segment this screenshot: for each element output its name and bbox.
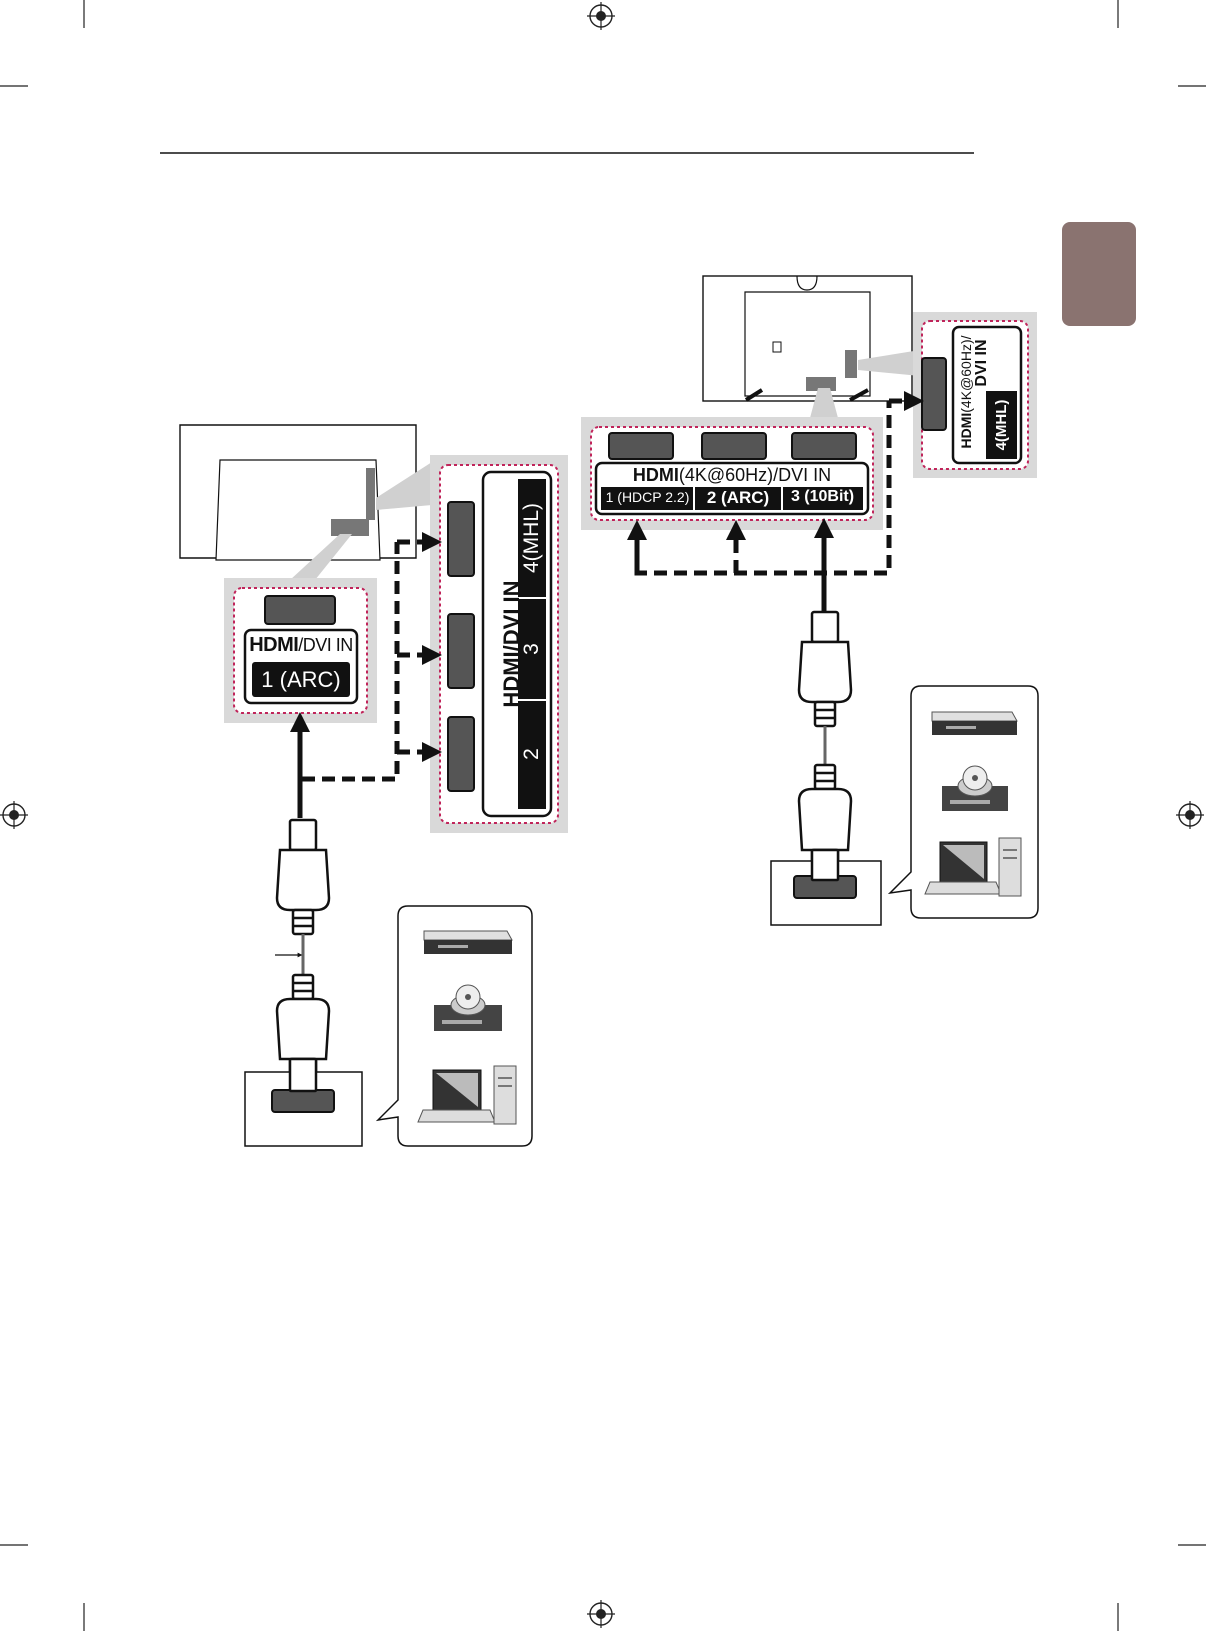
hdmi-logo-text: HDMI [249, 634, 298, 656]
dvi-in-text: (4K@60Hz)/DVI IN [679, 465, 831, 485]
right-bottom-port-3-label: 3 (10Bit) [782, 488, 863, 506]
dvi-in-text: /DVI IN [298, 635, 353, 655]
registration-mark-left [0, 801, 28, 829]
hdmi-logo-text: HDMI [958, 413, 974, 449]
registration-mark-right [1176, 801, 1204, 829]
right-source-port-box [771, 850, 881, 925]
registration-mark-bottom [587, 1600, 615, 1628]
left-side-port-4-label: 4(MHL) [519, 488, 545, 588]
left-bottom-port-1-label: 1 (ARC) [252, 667, 350, 693]
hdmi-logo-text: HDMI [633, 465, 679, 485]
left-computer-icon [418, 1066, 516, 1124]
right-side-port-4-label: 4(MHL) [991, 389, 1013, 461]
right-bottom-port-2-label: 2 (ARC) [694, 488, 782, 508]
right-tv-back [703, 276, 912, 401]
right-bottom-hdmi-label: HDMI(4K@60Hz)/DVI IN [600, 465, 864, 486]
left-bottom-hdmi-label: HDMI/DVI IN [248, 634, 354, 657]
registration-mark-top [587, 2, 615, 30]
left-side-port-2-label: 2 [519, 704, 545, 804]
right-bottom-port-1-label: 1 (HDCP 2.2) [601, 489, 694, 505]
right-hdmi-cable [799, 612, 851, 878]
left-dvd-player-icon [424, 931, 512, 954]
right-side-dvi-label: DVI IN [971, 323, 993, 403]
left-source-port-box [245, 1059, 362, 1146]
left-side-port-3-label: 3 [519, 599, 545, 699]
language-tab [1062, 222, 1136, 326]
left-hdmi-cable [277, 820, 329, 1087]
left-tv-back [180, 425, 416, 560]
right-dvd-player-icon [932, 712, 1017, 735]
